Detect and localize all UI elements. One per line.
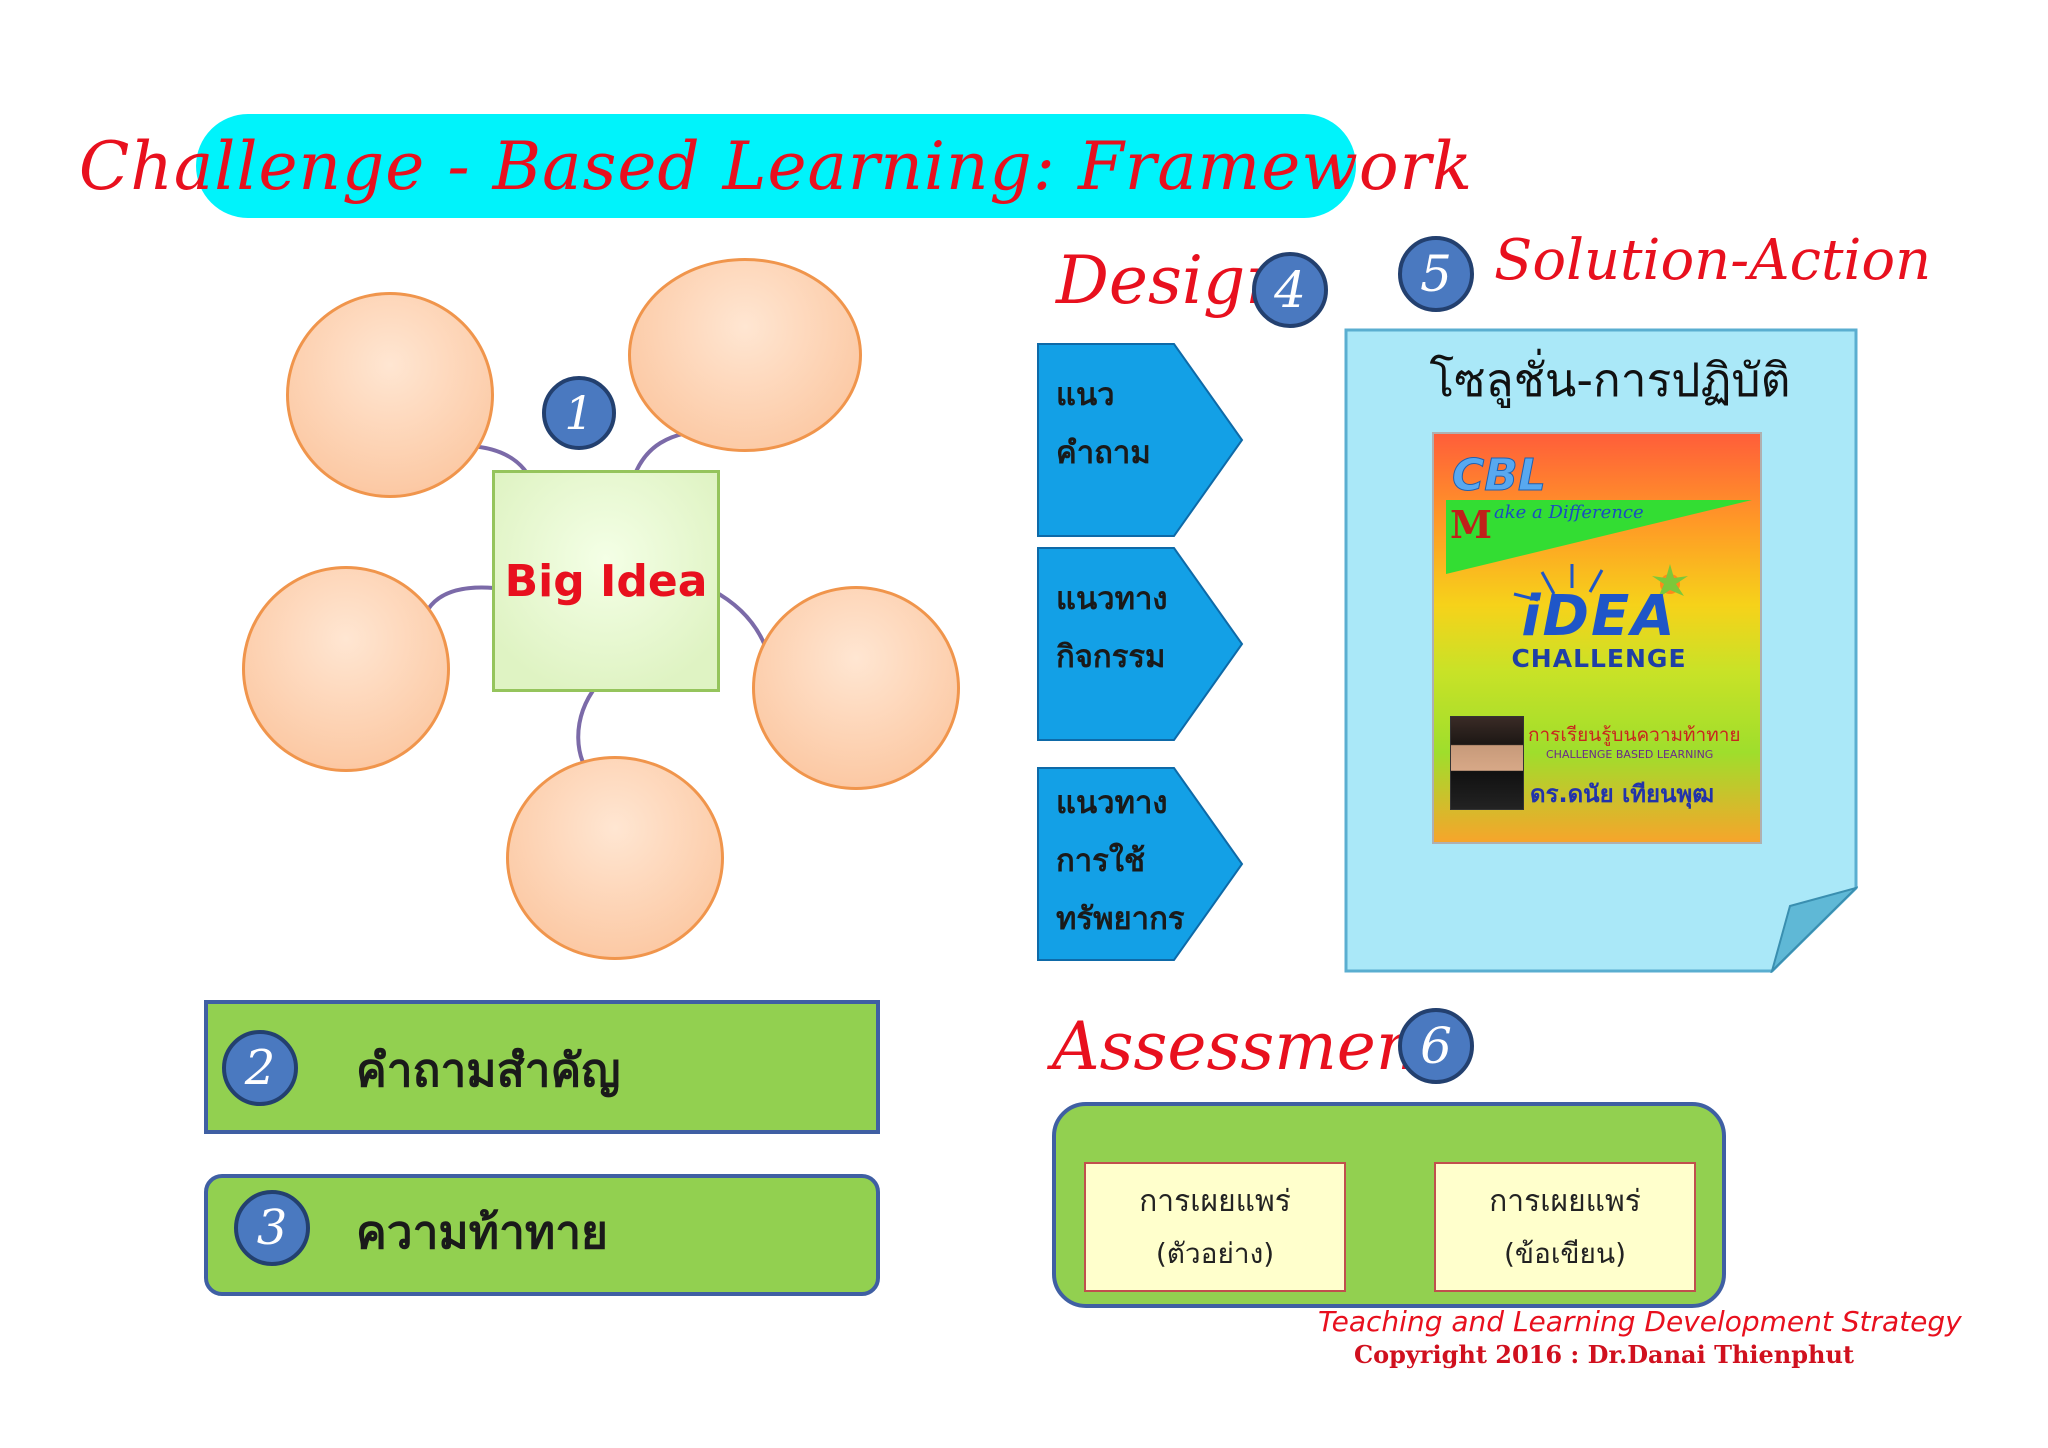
challenge-bar	[204, 1174, 880, 1296]
design-arrow-3-text: แนวทาง การใช้ ทรัพยากร	[1056, 774, 1185, 948]
book-english-subtitle: CHALLENGE BASED LEARNING	[1546, 748, 1714, 761]
assessment-box-writing: การเผยแพร่ (ข้อเขียน)	[1434, 1162, 1696, 1292]
design-arrow-2-text: แนวทาง กิจกรรม	[1056, 570, 1168, 686]
svg-text:M: M	[1450, 506, 1492, 542]
book-author: ดร.ดนัย เทียนพุฒ	[1530, 780, 1714, 808]
idea-bubble-top-left	[286, 292, 494, 498]
assessment-label: Assessment	[1052, 1008, 1445, 1085]
step-badge-4: 4	[1252, 252, 1328, 328]
design-arrow-2-line-2: กิจกรรม	[1056, 639, 1166, 675]
assessment-box-example: การเผยแพร่ (ตัวอย่าง)	[1084, 1162, 1346, 1292]
design-arrow-2-line-1: แนวทาง	[1056, 581, 1168, 617]
key-question-bar	[204, 1000, 880, 1134]
assessment-box-2-line-1: การเผยแพร่	[1489, 1184, 1641, 1219]
solution-heading: โซลูชั่น-การปฏิบัติ	[1429, 353, 1791, 407]
book-idea-word: iDEA	[1521, 584, 1677, 649]
assessment-box-1-line-2: (ตัวอย่าง)	[1155, 1237, 1275, 1270]
design-arrow-3-line-1: แนวทาง	[1056, 785, 1168, 821]
design-arrow-2	[1037, 547, 1244, 741]
design-arrow-3-line-3: ทรัพยากร	[1056, 901, 1185, 937]
challenge-label: ความท้าทาย	[356, 1205, 609, 1259]
book-challenge-word: CHALLENGE	[1511, 644, 1687, 673]
idea-bubble-bottom	[506, 756, 724, 960]
footer-strategy: Teaching and Learning Development Strate…	[1318, 1305, 1962, 1338]
book-banner	[1446, 500, 1752, 574]
assessment-box-1-line-1: การเผยแพร่	[1139, 1184, 1291, 1219]
solution-action-label: Solution-Action	[1494, 228, 1932, 293]
idea-bubble-left	[242, 566, 450, 772]
design-arrow-1-line-1: แนว	[1056, 377, 1115, 413]
big-idea-label: Big Idea	[504, 555, 708, 607]
connector-right	[711, 588, 768, 649]
design-arrow-1	[1037, 343, 1244, 537]
step-badge-5: 5	[1398, 236, 1474, 312]
design-arrow-3-line-2: การใช้	[1056, 843, 1146, 879]
book-tagline: ake a Difference	[1494, 502, 1644, 523]
book-cover-image: CBL M ake a Difference iDEA CHALLENGE กา…	[1432, 432, 1762, 844]
design-arrow-1-text: แนว คำถาม	[1056, 366, 1151, 482]
design-arrow-3	[1037, 767, 1244, 961]
step-badge-2: 2	[222, 1030, 298, 1106]
author-photo	[1450, 716, 1524, 810]
step-badge-1: 1	[542, 376, 616, 450]
title-banner: Challenge - Based Learning: Framework	[79, 114, 1472, 218]
letter-m-icon: M	[1450, 506, 1492, 542]
idea-bubble-right	[752, 586, 960, 790]
book-thai-title: การเรียนรู้บนความท้าทาย	[1528, 724, 1741, 746]
design-arrow-1-line-2: คำถาม	[1056, 435, 1151, 471]
idea-bubble-top-right	[628, 258, 862, 452]
light-rays-icon	[1513, 564, 1688, 602]
design-label: Design	[1056, 242, 1288, 319]
footer-copyright: Copyright 2016 : Dr.Danai Thienphut	[1354, 1340, 1854, 1369]
step-badge-3: 3	[234, 1190, 310, 1266]
big-idea-bubble: Big Idea	[492, 470, 720, 692]
page-title: Challenge - Based Learning: Framework	[78, 127, 1474, 205]
assessment-panel: การเผยแพร่ (ตัวอย่าง) การเผยแพร่ (ข้อเขี…	[1052, 1102, 1726, 1308]
book-cbl-text: CBL	[1452, 450, 1547, 502]
assessment-box-2-line-2: (ข้อเขียน)	[1503, 1237, 1627, 1270]
step-badge-6: 6	[1398, 1008, 1474, 1084]
key-question-label: คำถามสำคัญ	[356, 1043, 621, 1097]
